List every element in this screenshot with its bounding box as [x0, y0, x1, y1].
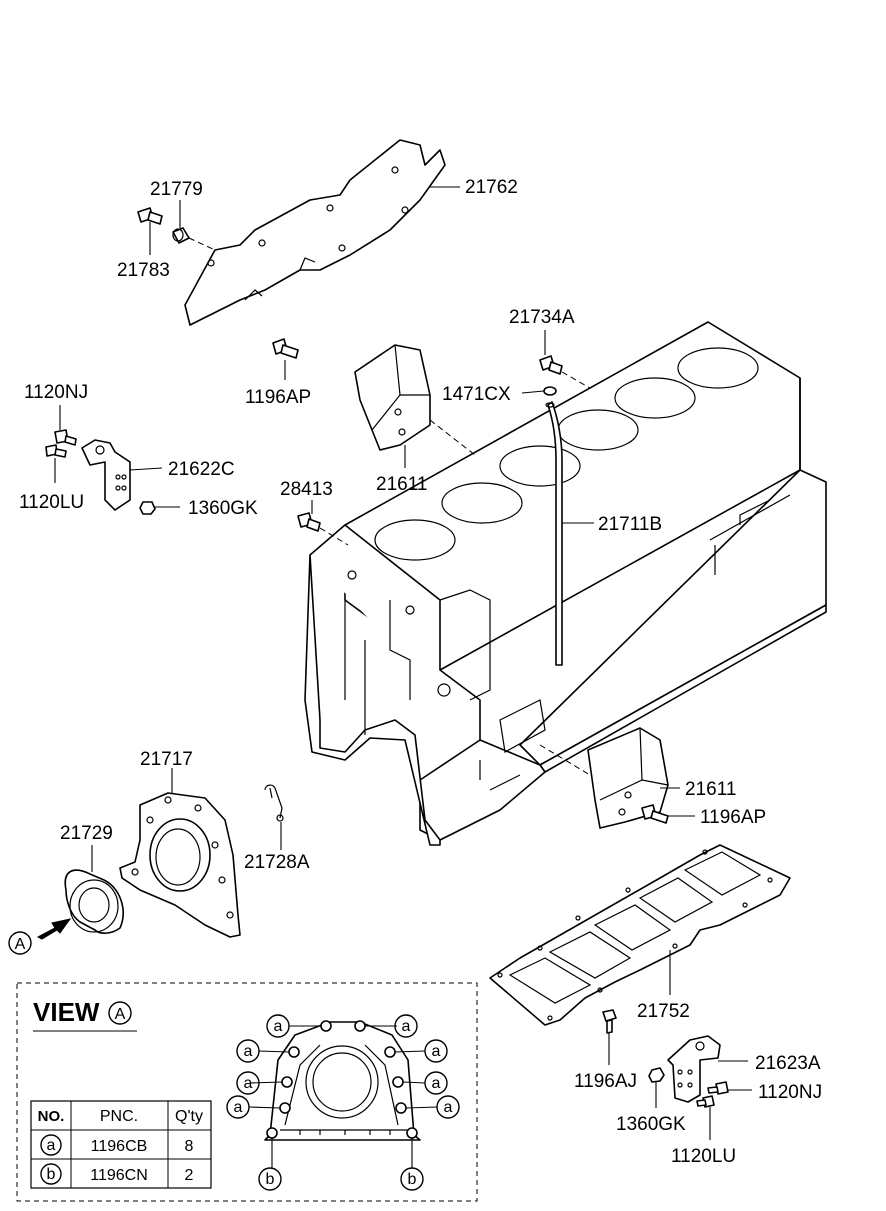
callout-labels: 21779 21762 21783 21734A 1196AP 1471CX 1… — [19, 177, 822, 1167]
table-header-qty: Q'ty — [175, 1108, 203, 1125]
callout-1120LU-right: 1120LU — [671, 1146, 736, 1167]
callout-1360GK-right: 1360GK — [616, 1114, 686, 1135]
bolt-1120LU-left — [45, 444, 67, 458]
table-header-no: NO. — [38, 1108, 65, 1125]
callout-1120NJ-left: 1120NJ — [24, 382, 88, 403]
callout-1196AP-top: 1196AP — [245, 387, 311, 408]
bolt-b-markers: b b — [258, 1167, 424, 1191]
callout-21783: 21783 — [117, 260, 170, 281]
svg-text:a: a — [234, 1099, 243, 1116]
callout-28413: 28413 — [280, 479, 333, 500]
callout-21728A: 21728A — [244, 852, 310, 873]
svg-text:a: a — [432, 1075, 441, 1092]
nut-1360GK-right — [648, 1067, 665, 1083]
leader-lines — [54, 186, 752, 1140]
view-a-arrow: A — [8, 918, 72, 955]
callout-21622C: 21622C — [168, 459, 235, 480]
table-row-0-qty: 8 — [185, 1138, 194, 1155]
bolt-1120NJ-left — [54, 429, 77, 446]
washer-1471CX — [543, 386, 557, 396]
bolt-21783 — [137, 207, 163, 225]
callout-21729: 21729 — [60, 823, 113, 844]
bolt-1120NJ-right — [707, 1081, 729, 1095]
callout-1120LU-left: 1120LU — [19, 492, 84, 513]
view-title: VIEW — [33, 997, 100, 1027]
engine-block — [304, 321, 827, 846]
bolt-1196AP-top — [272, 338, 299, 359]
baffle-21752 — [489, 844, 791, 1026]
plug-21734A — [539, 355, 563, 375]
table-row-1-pnc: 1196CN — [90, 1167, 148, 1184]
table-row-1-no: b — [47, 1166, 56, 1183]
table-row-0-no: a — [47, 1137, 56, 1154]
seal-case-21717 — [119, 792, 241, 938]
callout-21611-top: 21611 — [376, 474, 427, 495]
svg-text:a: a — [444, 1099, 453, 1116]
seal-case-rear-view — [264, 1020, 421, 1141]
bolt-1196AJ — [602, 1009, 617, 1034]
svg-text:a: a — [244, 1075, 253, 1092]
oil-seal-21729 — [64, 869, 124, 934]
view-a-marker: A — [15, 936, 26, 953]
bracket-21623A — [667, 1035, 721, 1103]
spacer-21779 — [172, 227, 190, 244]
svg-text:a: a — [244, 1043, 253, 1060]
callout-1120NJ-right: 1120NJ — [758, 1082, 822, 1103]
callout-1196AP-bottom: 1196AP — [700, 807, 766, 828]
bolt-a-markers: a a a a a a a a — [226, 1014, 460, 1119]
view-title-marker: A — [115, 1006, 126, 1023]
callout-21752: 21752 — [637, 1001, 690, 1022]
table-row-0-pnc: 1196CB — [91, 1138, 148, 1155]
callout-21623A: 21623A — [755, 1053, 821, 1074]
baffle-plate-21762 — [184, 139, 446, 326]
parts-table: NO. PNC. Q'ty a 1196CB 8 b 1196CN 2 — [30, 1100, 212, 1189]
dipstick-tube-21711B — [545, 401, 563, 666]
callout-21734A: 21734A — [509, 307, 575, 328]
bolt-28413 — [297, 512, 321, 532]
svg-text:b: b — [266, 1171, 275, 1188]
mount-bracket-21611-bottom — [587, 727, 669, 829]
bolt-1120LU-right — [696, 1095, 715, 1108]
bolt-1196AP-bottom — [641, 804, 669, 824]
view-a-inset: VIEW A a a — [16, 982, 478, 1202]
callout-21779: 21779 — [150, 179, 203, 200]
callout-21611-bottom: 21611 — [685, 779, 736, 800]
callout-21717: 21717 — [140, 749, 193, 770]
callout-1360GK-left: 1360GK — [188, 498, 258, 519]
table-row-1-qty: 2 — [185, 1167, 194, 1184]
mount-bracket-21611-top — [354, 344, 431, 451]
callout-21711B: 21711B — [598, 514, 662, 535]
sensor-21728A — [264, 784, 284, 822]
callout-1196AJ: 1196AJ — [574, 1071, 637, 1092]
nut-1360GK-left — [139, 501, 156, 515]
svg-text:a: a — [274, 1018, 283, 1035]
bracket-21622C — [81, 439, 131, 511]
callout-1471CX: 1471CX — [442, 384, 511, 405]
callout-21762: 21762 — [465, 177, 518, 198]
svg-text:a: a — [432, 1043, 441, 1060]
svg-text:b: b — [408, 1171, 417, 1188]
svg-text:a: a — [402, 1018, 411, 1035]
table-header-pnc: PNC. — [100, 1108, 138, 1125]
